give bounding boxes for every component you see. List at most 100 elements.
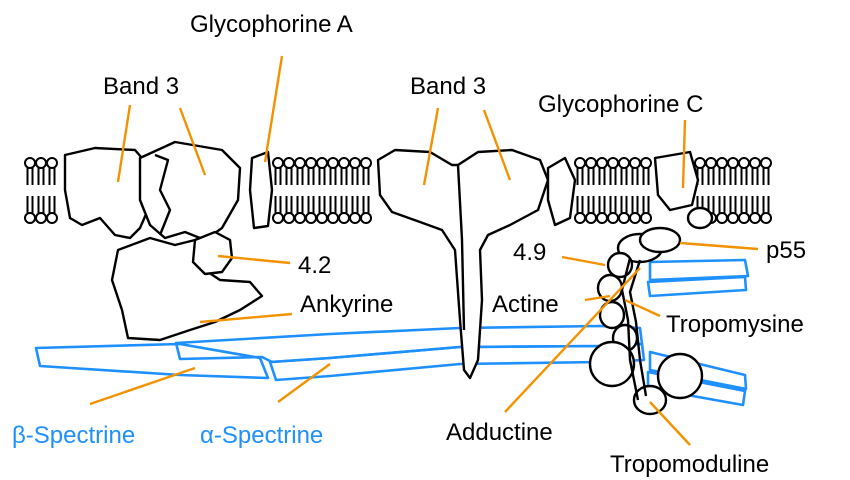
- label-glycophorine-a: Glycophorine A: [190, 11, 353, 38]
- lipid-head: [608, 158, 618, 168]
- label-beta-spectrine: β-Spectrine: [12, 422, 135, 449]
- lipid-head: [273, 213, 283, 223]
- phospholipid: [339, 158, 349, 223]
- lipid-head: [761, 213, 771, 223]
- pointer-alpha-spectrine: [278, 364, 330, 402]
- phospholipid: [608, 158, 618, 223]
- phospholipid: [575, 158, 585, 223]
- lipid-head: [339, 158, 349, 168]
- lipid-head: [361, 213, 371, 223]
- lipid-head: [339, 213, 349, 223]
- lipid-head: [317, 213, 327, 223]
- phospholipid: [630, 158, 640, 223]
- phospholipid: [717, 158, 727, 223]
- lipid-head: [695, 158, 705, 168]
- pointer-tropomoduline: [650, 402, 690, 445]
- phospholipid: [641, 158, 651, 223]
- lipid-head: [575, 158, 585, 168]
- lipid-head: [761, 158, 771, 168]
- glycophorine-a-protein: [250, 152, 272, 228]
- p55-ring: [640, 228, 680, 252]
- lipid-head: [575, 213, 585, 223]
- lipid-head: [273, 158, 283, 168]
- tropomoduline-ring-2: [658, 354, 702, 398]
- phospholipid: [328, 158, 338, 223]
- phospholipid: [750, 158, 760, 223]
- ankyrine-protein: [112, 238, 262, 340]
- phospholipid: [306, 158, 316, 223]
- tropomoduline-ring: [590, 342, 634, 386]
- tropomoduline-ring-3: [634, 386, 666, 414]
- label-p55: p55: [766, 237, 806, 264]
- pointer-p55: [680, 243, 758, 249]
- phospholipid: [317, 158, 327, 223]
- label-protein-49: 4.9: [513, 239, 546, 266]
- lipid-head: [350, 213, 360, 223]
- phospholipid: [361, 158, 371, 223]
- lipid-head: [739, 158, 749, 168]
- pointer-tropomysine: [625, 300, 660, 316]
- spectrine-filament-lower: [270, 344, 644, 380]
- phospholipid: [295, 158, 305, 223]
- phospholipid: [619, 158, 629, 223]
- label-actine: Actine: [492, 291, 559, 318]
- lipid-head: [608, 213, 618, 223]
- lipid-head: [306, 158, 316, 168]
- phospholipid: [728, 158, 738, 223]
- lipid-head: [728, 213, 738, 223]
- lipid-head: [295, 158, 305, 168]
- phospholipid: [761, 158, 771, 223]
- lipid-head: [739, 213, 749, 223]
- lipid-head: [36, 213, 46, 223]
- label-tropomoduline: Tropomoduline: [610, 451, 769, 478]
- label-adductine: Adductine: [446, 419, 553, 446]
- lipid-head: [706, 158, 716, 168]
- label-protein-42: 4.2: [298, 252, 331, 279]
- lipid-head: [619, 213, 629, 223]
- lipid-head: [36, 158, 46, 168]
- label-glycophorine-c: Glycophorine C: [538, 91, 703, 118]
- pointer-49: [562, 257, 605, 265]
- glyco-c-ring: [688, 208, 712, 228]
- label-ankyrine: Ankyrine: [300, 291, 393, 318]
- phospholipid: [36, 158, 46, 223]
- lipid-head: [630, 213, 640, 223]
- pointer-glycophorine-a: [265, 56, 282, 162]
- lipid-head: [350, 158, 360, 168]
- lipid-head: [328, 213, 338, 223]
- lipid-head: [25, 158, 35, 168]
- lipid-head: [641, 158, 651, 168]
- lipid-head: [361, 158, 371, 168]
- lipid-head: [284, 213, 294, 223]
- lipid-head: [586, 213, 596, 223]
- band3-left-protein-1: [65, 148, 150, 238]
- lipid-head: [306, 213, 316, 223]
- lipid-head: [750, 213, 760, 223]
- glycophorine-c-protein-2: [655, 152, 698, 210]
- lipid-head: [619, 158, 629, 168]
- lipid-head: [750, 158, 760, 168]
- lipid-head: [295, 213, 305, 223]
- protein-42: [193, 232, 232, 274]
- glycophorine-c-protein: [548, 158, 575, 225]
- phospholipid: [47, 158, 57, 223]
- phospholipid: [350, 158, 360, 223]
- lipid-head: [728, 158, 738, 168]
- phospholipid: [284, 158, 294, 223]
- lipid-head: [284, 158, 294, 168]
- band3-left-protein-2: [140, 142, 240, 240]
- lipid-head: [328, 158, 338, 168]
- lipid-head: [717, 158, 727, 168]
- phospholipid: [586, 158, 596, 223]
- lipid-head: [597, 213, 607, 223]
- label-band3-left: Band 3: [103, 73, 179, 100]
- phospholipid: [597, 158, 607, 223]
- lipid-head: [597, 158, 607, 168]
- lipid-head: [317, 158, 327, 168]
- phospholipid: [739, 158, 749, 223]
- lipid-head: [586, 158, 596, 168]
- beta-spectrine-strand: [36, 344, 268, 378]
- label-tropomysine: Tropomysine: [666, 311, 804, 338]
